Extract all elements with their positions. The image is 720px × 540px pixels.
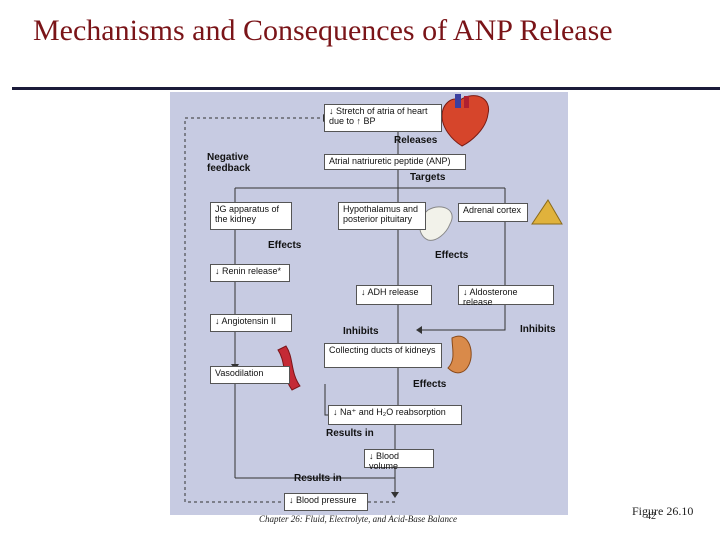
vasodilation-box: Vasodilation [210,366,290,384]
kidney-illustration [447,335,472,374]
arrow-aldosterone-inhibits [422,305,506,331]
blood-volume-box: ↓ Blood volume [364,449,434,471]
inhibits-left-label: Inhibits [343,326,379,337]
effects-jg-label: Effects [268,240,302,251]
slide-title: Mechanisms and Consequences of ANP Relea… [33,14,613,47]
aldosterone-release-box: ↓ Aldosterone release [458,285,554,307]
reabsorption-box: ↓ Na⁺ and H₂O reabsorption [328,405,462,425]
title-divider [12,87,720,90]
angiotensin-box: ↓ Angiotensin II [210,314,292,332]
jg-apparatus-box: JG apparatus of the kidney [210,202,292,230]
releases-label: Releases [394,135,438,146]
results-in-label-1: Results in [326,428,374,439]
renin-release-box: ↓ Renin release* [210,264,290,282]
adrenal-cortex-box: Adrenal cortex [458,203,528,222]
anp-box: Atrial natriuretic peptide (ANP) [324,154,466,170]
negative-feedback-loop [184,117,395,503]
heart-illustration [441,94,490,147]
effects-lower-label: Effects [413,379,447,390]
stretch-atria-box: ↓ Stretch of atria of heart due to ↑ BP [324,104,442,132]
adh-release-box: ↓ ADH release [356,285,432,305]
page-number: 42 [646,511,656,522]
hypothalamus-box: Hypothalamus and posterior pituitary [338,202,426,230]
collecting-ducts-box: Collecting ducts of kidneys [324,343,442,368]
results-in-label-2: Results in [294,473,342,484]
slide-footer: Chapter 26: Fluid, Electrolyte, and Acid… [259,514,457,524]
anp-mechanism-figure: ↓ Stretch of atria of heart due to ↑ BP … [170,92,568,515]
negative-feedback-label: Negative feedback [207,152,251,174]
blood-pressure-box: ↓ Blood pressure [284,493,368,511]
adrenal-illustration [531,199,563,225]
effects-mid-label: Effects [435,250,469,261]
inhibits-right-label: Inhibits [520,324,556,335]
figure-number: Figure 26.10 [632,504,694,518]
targets-label: Targets [410,172,446,183]
arrow-to-reabsorption-left [324,384,328,416]
